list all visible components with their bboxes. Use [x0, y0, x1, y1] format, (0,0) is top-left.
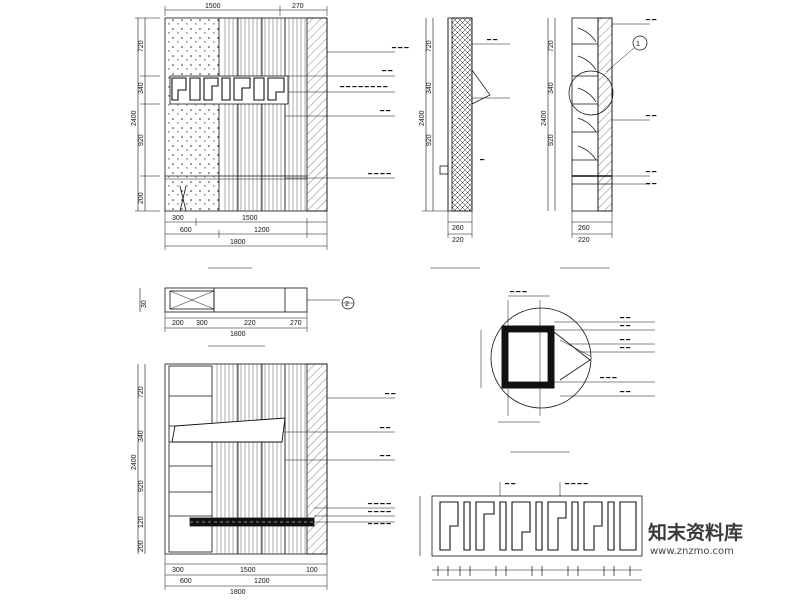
side-dim-340: 340 [426, 82, 433, 94]
plan-dim-220: 220 [244, 320, 256, 327]
bot-dim-w1500: 1500 [240, 567, 256, 574]
bot-dim-200: 200 [138, 540, 145, 552]
bot-dim-w600: 600 [180, 578, 192, 585]
side-dim-720: 720 [426, 40, 433, 52]
sec-dim-720: 720 [548, 40, 555, 52]
svg-text:━: ━ [479, 157, 485, 164]
sec-dim-260: 260 [578, 225, 590, 232]
plan-dim-200: 200 [172, 320, 184, 327]
bot-dim-120: 120 [138, 516, 145, 528]
bot-dim-w1800: 1800 [230, 589, 246, 596]
bot-dim-w1200: 1200 [254, 578, 270, 585]
front-elevation-bottom: ━ ━ ━ ━ ━ ━ ━ ━ ━ ━ ━ ━ ━ ━ ━ ━ ━ ━ [137, 363, 396, 590]
svg-text:━ ━: ━ ━ [645, 169, 657, 176]
dim-top-width: 1500 [205, 3, 221, 10]
sec-dim-220: 220 [578, 237, 590, 244]
bot-dim-w300: 300 [172, 567, 184, 574]
svg-text:━ ━ ━ ━: ━ ━ ━ ━ [367, 171, 391, 178]
dim-top-right: 270 [292, 3, 304, 10]
dim-h-200: 200 [138, 192, 145, 204]
svg-text:━ ━: ━ ━ [645, 17, 657, 24]
plan-dim-270: 270 [290, 320, 302, 327]
circled-detail: ━ ━ ━ ━ ━ ━ ━ ━ ━ ━ ━ ━ ━ ━ ━ ━ [480, 289, 655, 453]
sec-dim-340: 340 [548, 82, 555, 94]
svg-text:━ ━: ━ ━ [619, 323, 631, 330]
svg-text:━ ━: ━ ━ [381, 68, 393, 75]
dim-h-720: 720 [138, 40, 145, 52]
bottom-section-ticks [437, 566, 631, 576]
side-dim-2400: 2400 [419, 110, 426, 126]
dim-w-total: 1800 [230, 239, 246, 246]
plan-strip [139, 287, 355, 347]
plan-dim-300: 300 [196, 320, 208, 327]
front-elevation-bottom-dims: 720 340 2400 920 120 200 300 1500 100 60… [131, 386, 318, 596]
sec-dim-2400: 2400 [541, 110, 548, 126]
dim-w-1200: 1200 [254, 227, 270, 234]
svg-text:━ ━ ━ ━ ━ ━ ━ ━: ━ ━ ━ ━ ━ ━ ━ ━ [339, 84, 388, 91]
svg-text:━ ━ ━ ━: ━ ━ ━ ━ [367, 501, 391, 508]
svg-text:━ ━: ━ ━ [486, 37, 498, 44]
bot-dim-340: 340 [138, 430, 145, 442]
front-elevation-top: ━ ━ ━ ━ ━ ━ ━ ━ ━ ━ ━ ━ ━ ━ ━ ━ ━ ━ ━ [135, 6, 409, 269]
svg-text:━ ━: ━ ━ [619, 315, 631, 322]
svg-text:━ ━ ━: ━ ━ ━ [509, 289, 527, 296]
svg-text:━ ━: ━ ━ [619, 337, 631, 344]
plan-dim-1800: 1800 [230, 331, 246, 338]
bot-dim-2400: 2400 [131, 454, 138, 470]
section-1-1-dims: 1 720 340 2400 920 260 220 [541, 40, 640, 244]
bot-dim-920: 920 [138, 480, 145, 492]
svg-text:━ ━: ━ ━ [504, 481, 516, 488]
detail-marker-1: 1 [636, 41, 640, 48]
svg-text:━ ━ ━: ━ ━ ━ [599, 375, 617, 382]
side-dim-260: 260 [452, 225, 464, 232]
watermark-chinese: 知末资料库 [648, 522, 744, 544]
plan-dim-30: 30 [141, 300, 148, 308]
svg-text:━ ━ ━ ━: ━ ━ ━ ━ [564, 481, 588, 488]
side-dim-920: 920 [426, 134, 433, 146]
sec-dim-920: 920 [548, 134, 555, 146]
bot-dim-w100: 100 [306, 567, 318, 574]
front-elevation-top-dims: 1500 270 720 340 2400 920 200 300 1500 6… [131, 3, 304, 246]
svg-text:━ ━: ━ ━ [379, 453, 391, 460]
bot-dim-720: 720 [138, 386, 145, 398]
svg-text:━ ━ ━ ━: ━ ━ ━ ━ [367, 509, 391, 516]
svg-text:━ ━: ━ ━ [384, 391, 396, 398]
dim-h-total: 2400 [131, 110, 138, 126]
svg-text:━ ━: ━ ━ [619, 389, 631, 396]
svg-text:━ ━: ━ ━ [379, 108, 391, 115]
svg-text:━ ━: ━ ━ [645, 181, 657, 188]
dim-w-1500: 1500 [242, 215, 258, 222]
dim-h-920: 920 [138, 134, 145, 146]
plan-marker-2: 2 [345, 301, 349, 308]
side-elevation-dims: 720 340 2400 920 260 220 [419, 40, 464, 244]
side-dim-220: 220 [452, 237, 464, 244]
dim-w-600: 600 [180, 227, 192, 234]
svg-text:━ ━ ━: ━ ━ ━ [391, 45, 409, 52]
svg-text:━ ━ ━ ━: ━ ━ ━ ━ [367, 521, 391, 528]
dim-h-340: 340 [138, 82, 145, 94]
section-1-1: ━ ━ ━ ━ ━ ━ ━ ━ [547, 17, 657, 269]
dim-w-300: 300 [172, 215, 184, 222]
svg-text:━ ━: ━ ━ [645, 113, 657, 120]
watermark-url: www.znzmo.com [650, 546, 734, 557]
svg-text:━ ━: ━ ━ [379, 425, 391, 432]
plan-strip-dims: 2 30 200 300 220 270 1800 [141, 300, 349, 338]
side-elevation: ━ ━ ━ [422, 17, 510, 269]
watermark-logo: 知末资料库 www.znzmo.com [648, 516, 798, 586]
svg-text:━ ━: ━ ━ [619, 345, 631, 352]
bottom-section-strip: ━ ━ ━ ━ ━ ━ [419, 481, 643, 581]
